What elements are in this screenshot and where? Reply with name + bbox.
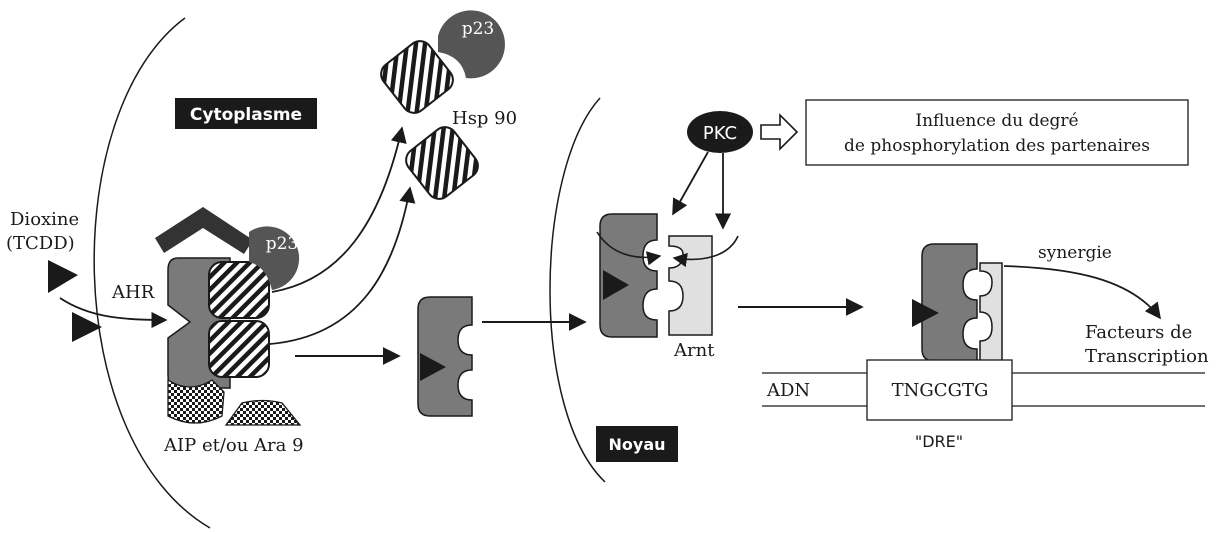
dre-label: "DRE" <box>915 432 963 451</box>
pkc-hollow-arrow <box>760 113 799 151</box>
ara9-checkered <box>224 399 302 426</box>
influence-line1: Influence du degré <box>915 111 1078 131</box>
noyau-label: Noyau <box>596 426 678 462</box>
svg-text:Cytoplasme: Cytoplasme <box>190 105 302 125</box>
synergie-label: synergie <box>1038 243 1112 263</box>
hsp90-striped-lower <box>208 320 270 378</box>
tcdd-label: (TCDD) <box>6 233 75 254</box>
release-arrow-upper <box>271 126 407 293</box>
dre-box <box>866 359 1013 421</box>
p23-released-shape <box>438 10 505 79</box>
ahr-ligand-bound <box>417 296 473 417</box>
interaction-curve-left <box>596 231 662 266</box>
influence-box <box>805 99 1189 166</box>
pkc-label: PKC <box>703 123 737 144</box>
svg-text:Noyau: Noyau <box>609 435 666 454</box>
aip-checkered <box>167 378 225 424</box>
p23-top-label: p23 <box>462 19 495 39</box>
ahr-ligand-triangle <box>420 353 446 381</box>
ahr-nuclear-triangle <box>603 270 629 300</box>
dioxin-entry-arrow <box>59 297 168 329</box>
influence-line2: de phosphorylation des partenaires <box>844 136 1150 156</box>
synergie-arrow <box>1003 265 1161 320</box>
ahr-label: AHR <box>111 282 155 303</box>
pkc-arrow-ahr <box>672 151 709 216</box>
arnt-dna-bound <box>979 262 1003 362</box>
p23-complex-shape <box>249 226 300 290</box>
hsp90-label: Hsp 90 <box>452 108 517 129</box>
dre-sequence: TNGCGTG <box>892 380 989 401</box>
cap-shape <box>155 207 253 254</box>
adn-label: ADN <box>766 380 810 401</box>
hsp90-released-upper <box>380 40 454 114</box>
ahr-nuclear <box>599 213 658 338</box>
ahr-dna-bound <box>921 243 978 362</box>
release-arrow-lower <box>269 186 416 345</box>
aip-label: AIP et/ou Ara 9 <box>163 435 304 456</box>
interaction-curve-right <box>672 235 739 268</box>
cytoplasm-membrane <box>93 17 211 529</box>
p23-complex-label: p23 <box>266 234 299 254</box>
dioxine-label: Dioxine <box>10 209 79 230</box>
arnt-label: Arnt <box>673 340 715 361</box>
dioxin-triangle-1 <box>48 260 78 293</box>
ahr-dna-triangle <box>912 299 939 327</box>
facteurs-line2: Transcription <box>1085 346 1209 367</box>
facteurs-line1: Facteurs de <box>1085 322 1192 343</box>
cytoplasme-label: Cytoplasme <box>175 98 317 129</box>
arnt-nuclear <box>668 235 713 336</box>
hsp90-striped-upper <box>208 261 270 319</box>
hsp90-released-lower <box>405 126 479 200</box>
nucleus-membrane <box>549 97 606 483</box>
pkc-node <box>687 111 753 153</box>
dioxin-triangle-2 <box>72 312 102 342</box>
